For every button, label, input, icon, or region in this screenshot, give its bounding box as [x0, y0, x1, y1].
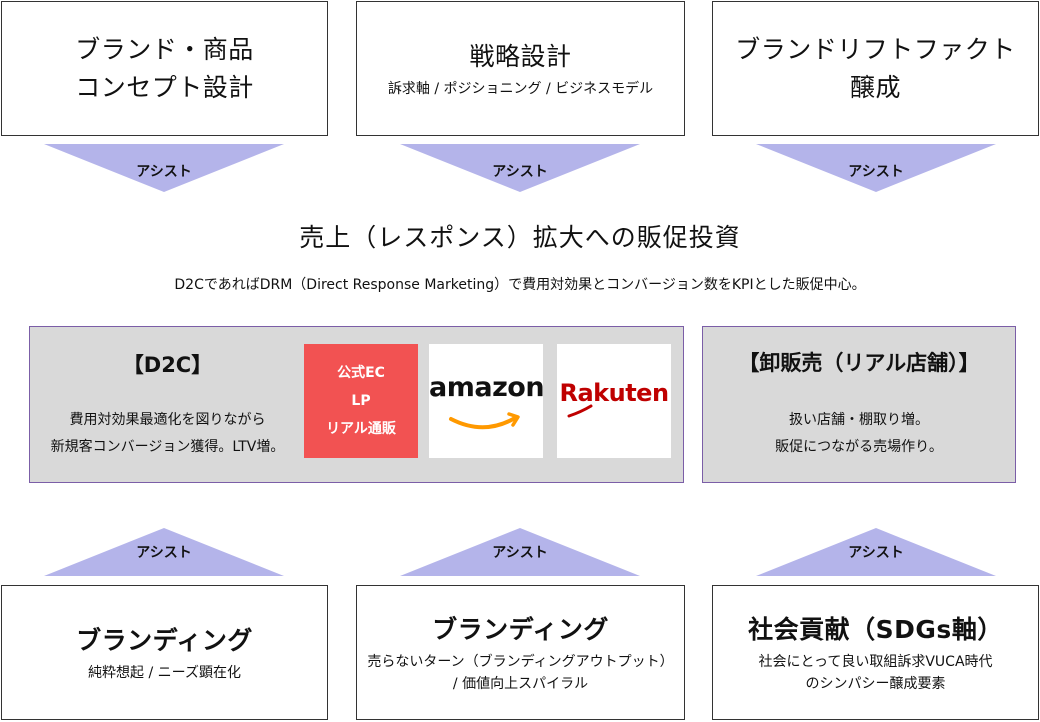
d2c-text-line: 新規客コンバージョン獲得。LTV増。 [50, 439, 285, 455]
assist-arrow-up: アシスト [400, 528, 640, 576]
amazon-smile-icon [449, 412, 520, 430]
assist-arrow-down: アシスト [44, 144, 284, 192]
assist-label: アシスト [848, 545, 904, 561]
top-box-title-line: ブランドリフトファクト [735, 34, 1016, 64]
arrow-down-shape [756, 144, 996, 192]
bottom-box-title: ブランディング [432, 614, 609, 644]
assist-label: アシスト [136, 545, 192, 561]
wholesale-title: 【卸販売（リアル店舗）】 [738, 351, 980, 375]
assist-label: アシスト [848, 164, 904, 180]
assist-label: アシスト [492, 164, 548, 180]
amazon-logo-tile: amazon [429, 344, 545, 458]
subline: D2CであればDRM（Direct Response Marketing）で費用… [174, 277, 866, 293]
wholesale-text: 扱い店舗・棚取り増。 販促につながる売場作り。 [703, 407, 1015, 461]
bottom-box-sub-line: / 価値向上スパイラル [452, 675, 589, 692]
d2c-panel: 【D2C】 費用対効果最適化を図りながら 新規客コンバージョン獲得。LTV増。 … [29, 326, 684, 483]
official-channels-tile: 公式EC LP リアル通販 [304, 344, 418, 458]
bottom-box-sub-line: のシンパシー醸成要素 [805, 675, 946, 692]
wholesale-text-line: 販促につながる売場作り。 [775, 439, 943, 455]
arrow-down-shape [400, 144, 640, 192]
d2c-text-line: 費用対効果最適化を図りながら [69, 412, 266, 428]
top-box-subtitle: 訴求軸 / ポジショニング / ビジネスモデル [387, 80, 654, 97]
assist-arrow-up: アシスト [44, 528, 284, 576]
wholesale-panel: 【卸販売（リアル店舗）】 扱い店舗・棚取り増。 販促につながる売場作り。 [702, 326, 1016, 483]
d2c-text: 費用対効果最適化を図りながら 新規客コンバージョン獲得。LTV増。 [30, 407, 305, 461]
headline: 売上（レスポンス）拡大への販促投資 [299, 223, 741, 252]
official-channel-label: リアル通販 [326, 421, 396, 437]
bottom-box-branding-value: ブランディング 売らないターン（ブランディングアウトプット） / 価値向上スパイ… [356, 585, 685, 720]
bottom-box-title: 社会貢献（SDGs軸） [748, 614, 1003, 644]
assist-arrow-down: アシスト [756, 144, 996, 192]
arrow-up-shape [44, 528, 284, 576]
wholesale-text-line: 扱い店舗・棚取り増。 [789, 412, 929, 428]
assist-arrow-up: アシスト [756, 528, 996, 576]
amazon-logo: amazon [429, 372, 545, 403]
bottom-box-sub-line: 純粋想起 / ニーズ顕在化 [88, 664, 241, 681]
arrow-up-shape [756, 528, 996, 576]
bottom-box-social-contribution: 社会貢献（SDGs軸） 社会にとって良い取組訴求VUCA時代 のシンパシー醸成要… [712, 585, 1039, 720]
top-box-title-line: コンセプト設計 [75, 72, 254, 102]
rakuten-logo-tile: Rakuten [557, 344, 671, 458]
assist-label: アシスト [136, 164, 192, 180]
rakuten-swoosh-icon [567, 404, 593, 418]
official-channel-label: 公式EC [337, 365, 385, 381]
arrow-up-shape [400, 528, 640, 576]
bottom-box-branding-recall: ブランディング 純粋想起 / ニーズ顕在化 [1, 585, 328, 720]
top-box-title-line: 醸成 [849, 72, 901, 102]
assist-label: アシスト [492, 545, 548, 561]
arrow-down-shape [44, 144, 284, 192]
rakuten-logo: Rakuten [559, 379, 669, 407]
d2c-title: 【D2C】 [122, 353, 213, 377]
top-box-strategy: 戦略設計 訴求軸 / ポジショニング / ビジネスモデル [356, 1, 685, 136]
bottom-box-title: ブランディング [76, 625, 253, 655]
top-box-title-line: ブランド・商品 [75, 34, 254, 64]
official-channel-label: LP [351, 393, 371, 409]
top-box-brand-concept: ブランド・商品 コンセプト設計 [1, 1, 328, 136]
bottom-box-sub-line: 社会にとって良い取組訴求VUCA時代 [758, 653, 993, 670]
top-box-brand-lift: ブランドリフトファクト 醸成 [712, 1, 1039, 136]
top-box-title-line: 戦略設計 [469, 41, 572, 71]
assist-arrow-down: アシスト [400, 144, 640, 192]
bottom-box-sub-line: 売らないターン（ブランディングアウトプット） [367, 653, 674, 670]
